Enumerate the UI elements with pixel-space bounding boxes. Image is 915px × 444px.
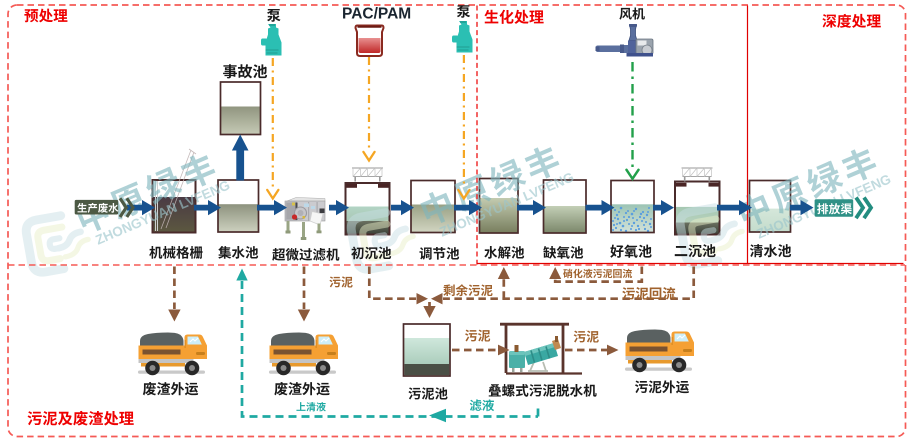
svg-text:PAC/PAM: PAC/PAM [342, 6, 411, 23]
